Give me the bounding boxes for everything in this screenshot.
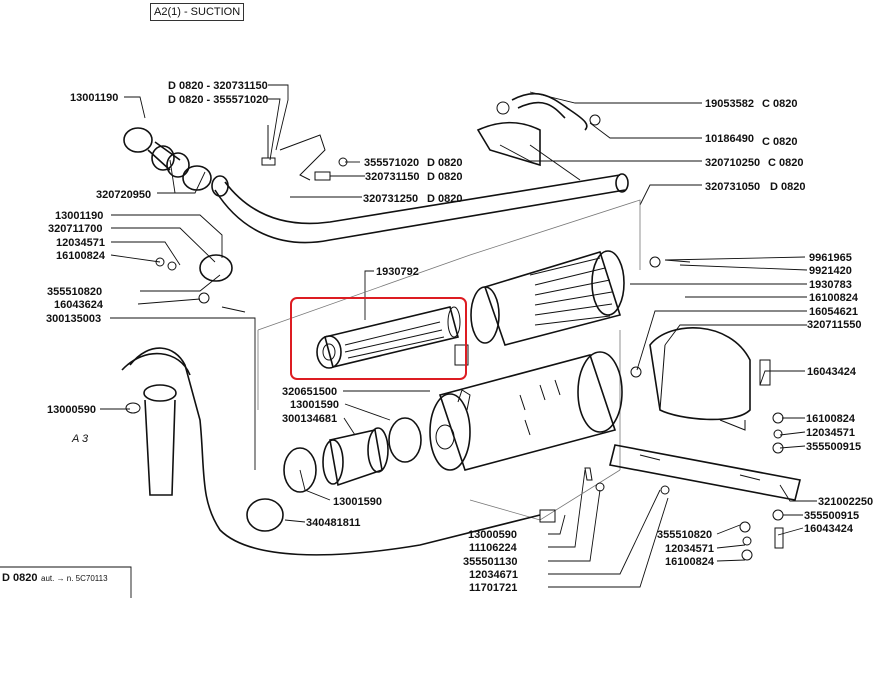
part-label[interactable]: 355571020	[364, 157, 419, 169]
parts-drawing	[121, 92, 801, 561]
filter-element-1930792	[316, 306, 461, 369]
part-label[interactable]: 11106224	[469, 542, 518, 554]
part-label[interactable]: 300135003	[46, 313, 101, 325]
part-label[interactable]: 355501130	[463, 556, 517, 568]
part-labels: 13001190 D 0820 - 320731150 D 0820 - 355…	[46, 80, 873, 594]
part-label[interactable]: 13001590	[290, 399, 339, 411]
part-label: D 0820	[427, 157, 462, 169]
part-label[interactable]: 320711700	[48, 223, 102, 235]
part-label: C 0820	[762, 98, 797, 110]
hose-clamp-icon	[388, 417, 422, 463]
part-label[interactable]: 321002250	[818, 496, 873, 508]
part-label[interactable]: 16043624	[54, 299, 104, 311]
part-label[interactable]: 320731050	[705, 181, 760, 193]
part-label[interactable]: 9921420	[809, 265, 852, 277]
part-label[interactable]: 1930783	[809, 279, 852, 291]
part-label[interactable]: 355510820	[657, 529, 712, 541]
part-label[interactable]: 19053582	[705, 98, 754, 110]
part-label[interactable]: 320731250	[363, 193, 418, 205]
hose-clamp-icon	[123, 127, 153, 153]
part-label: D 0820	[770, 181, 805, 193]
hose-clamp-icon	[182, 165, 212, 191]
part-label[interactable]: 320710250	[705, 157, 760, 169]
part-label[interactable]: 16100824	[56, 250, 106, 262]
part-label[interactable]: 16100824	[809, 292, 859, 304]
part-label[interactable]: 16043424	[807, 366, 857, 378]
section-title-tab[interactable]: A2(1) - SUCTION	[150, 3, 245, 21]
leader-lines	[100, 84, 817, 588]
part-label[interactable]: 355500915	[806, 441, 861, 453]
hose-clamp-icon	[246, 498, 284, 532]
part-label[interactable]: 320731150	[365, 171, 419, 183]
part-label[interactable]: 16043424	[804, 523, 854, 535]
part-label[interactable]: 16100824	[806, 413, 856, 425]
part-label[interactable]: 300134681	[282, 413, 337, 425]
part-label[interactable]: 13001590	[333, 496, 382, 508]
part-label[interactable]: 11701721	[469, 582, 517, 594]
part-label[interactable]: 10186490	[705, 133, 754, 145]
part-label: C 0820	[762, 136, 797, 148]
highlight-box[interactable]	[290, 297, 467, 380]
part-label[interactable]: 13000590	[468, 529, 517, 541]
part-label: C 0820	[768, 157, 803, 169]
part-label[interactable]: 13001190	[70, 92, 118, 104]
footer-note: aut. → n. 5C70113	[41, 574, 108, 583]
footer-model: D 0820	[2, 572, 37, 584]
part-label[interactable]: 13000590	[47, 404, 96, 416]
part-label[interactable]: 13001190	[55, 210, 103, 222]
part-label[interactable]: 12034571	[56, 237, 105, 249]
part-label[interactable]: D 0820 - 320731150	[168, 80, 268, 92]
part-label[interactable]: 340481811	[306, 517, 360, 529]
highlighted-part-label[interactable]: 1930792	[376, 266, 419, 278]
part-label[interactable]: 320711550	[807, 319, 861, 331]
footer-applicability: D 0820 aut. → n. 5C70113	[0, 566, 132, 598]
part-label[interactable]: 12034571	[806, 427, 855, 439]
part-label[interactable]: 355510820	[47, 286, 102, 298]
part-label[interactable]: 12034671	[469, 569, 518, 581]
part-label[interactable]: 320720950	[96, 189, 151, 201]
part-label[interactable]: 355500915	[804, 510, 859, 522]
part-label[interactable]: D 0820 - 355571020	[168, 94, 268, 106]
part-label: D 0820	[427, 193, 462, 205]
part-label: D 0820	[427, 171, 462, 183]
part-label[interactable]: 9961965	[809, 252, 852, 264]
hose-clamp-icon	[283, 447, 317, 493]
part-label[interactable]: 320651500	[282, 386, 337, 398]
part-label[interactable]: 12034571	[665, 543, 714, 555]
part-label[interactable]: 16054621	[809, 306, 858, 318]
hose-clamp-icon	[199, 254, 233, 282]
ref-label-a3: A 3	[71, 433, 89, 445]
part-label[interactable]: 16100824	[665, 556, 715, 568]
